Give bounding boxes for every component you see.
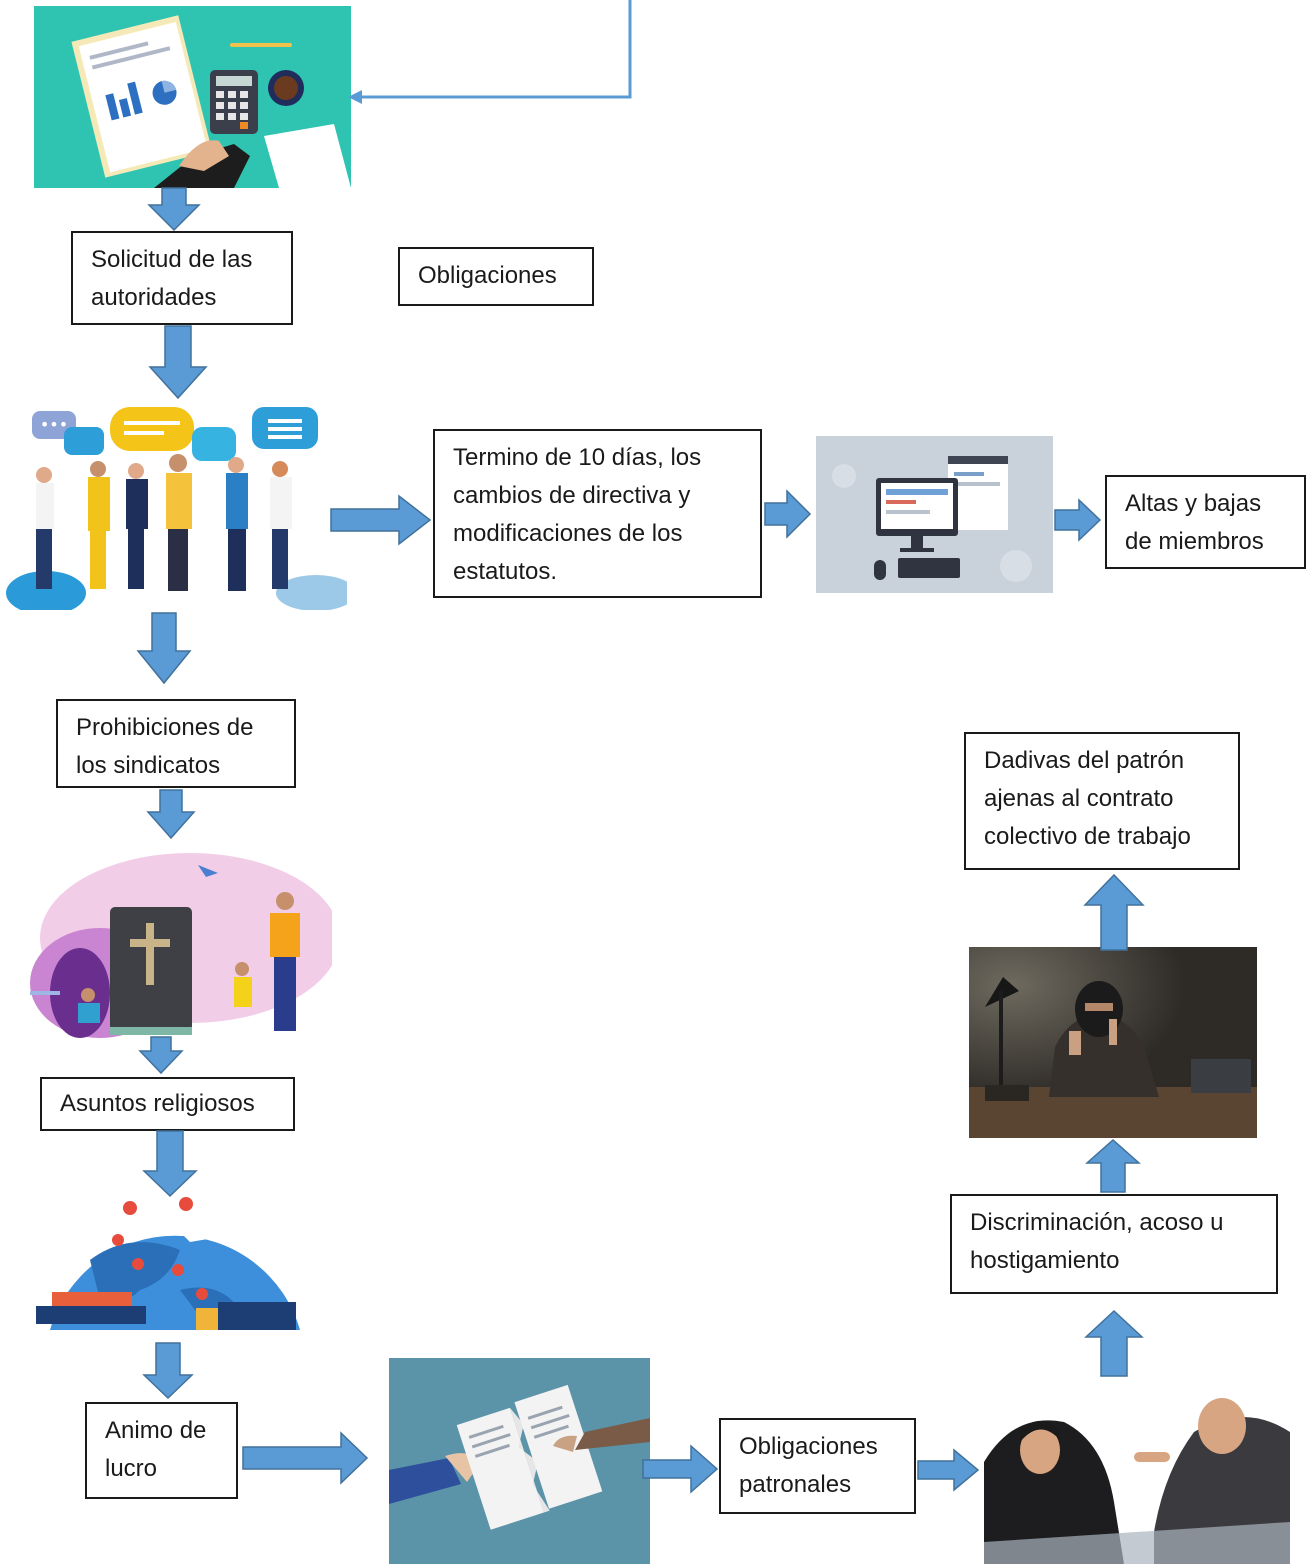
people-chat-illustration: ••• — [6, 403, 347, 610]
arrow-right-1 — [330, 494, 432, 546]
arrow-down-6 — [142, 1130, 198, 1198]
torn-contract-illustration — [389, 1358, 650, 1564]
asuntos-religiosos-box: Asuntos religiosos — [40, 1077, 295, 1131]
box-line: Animo de — [105, 1417, 207, 1444]
boss-yelling-photo — [984, 1382, 1290, 1564]
animo-lucro-box: Animo de lucro — [85, 1402, 238, 1499]
arrow-right-2 — [764, 489, 812, 539]
box-line: los sindicatos — [76, 752, 221, 779]
box-line: modificaciones de los — [453, 520, 683, 547]
box-line: colectivo de trabajo — [984, 823, 1191, 850]
arrow-up-2 — [1085, 1138, 1141, 1193]
box-line: Altas y bajas — [1125, 490, 1262, 517]
arrow-right-3 — [1054, 498, 1102, 542]
box-line: Prohibiciones de — [76, 714, 254, 741]
masked-man-photo — [969, 947, 1257, 1138]
termino-10-dias-box: Termino de 10 días, los cambios de direc… — [433, 429, 762, 598]
box-line: hostigamiento — [970, 1247, 1120, 1274]
arrow-down-4 — [146, 789, 196, 840]
box-line: Obligaciones — [418, 262, 557, 289]
arrow-down-1 — [147, 187, 201, 232]
arrow-right-4 — [242, 1431, 369, 1485]
arrow-down-7 — [142, 1342, 194, 1400]
obligaciones-patronales-box: Obligaciones patronales — [719, 1418, 916, 1514]
discriminacion-box: Discriminación, acoso u hostigamiento — [950, 1194, 1278, 1294]
box-line: Dadivas del patrón — [984, 747, 1185, 774]
altas-bajas-box: Altas y bajas de miembros — [1105, 475, 1306, 569]
arrow-up-3 — [1083, 873, 1145, 951]
box-line: Obligaciones — [739, 1433, 878, 1460]
box-line: autoridades — [91, 284, 217, 311]
box-line: Termino de 10 días, los — [453, 444, 702, 471]
arrow-down-5 — [138, 1036, 184, 1075]
solicitud-autoridades-box: Solicitud de las autoridades — [71, 231, 293, 325]
box-line: Discriminación, acoso u — [970, 1209, 1224, 1236]
computer-illustration — [816, 436, 1053, 593]
arrow-down-3 — [136, 612, 192, 685]
accounting-illustration — [34, 6, 351, 188]
connector-arrowhead — [348, 90, 362, 104]
arrow-up-1 — [1084, 1309, 1144, 1377]
box-line: lucro — [105, 1455, 158, 1482]
box-line: Asuntos religiosos — [60, 1090, 255, 1117]
box-line: ajenas al contrato — [984, 785, 1174, 812]
connector-line — [356, 0, 632, 99]
arrow-right-6 — [917, 1448, 980, 1492]
svg-text:•••: ••• — [40, 415, 68, 434]
religion-illustration — [30, 843, 332, 1046]
prohibiciones-box: Prohibiciones de los sindicatos — [56, 699, 296, 788]
box-line: cambios de directiva y — [453, 482, 691, 509]
box-line: patronales — [739, 1471, 852, 1498]
box-line: estatutos. — [453, 558, 558, 585]
dadivas-box: Dadivas del patrón ajenas al contrato co… — [964, 732, 1240, 870]
obligaciones-box: Obligaciones — [398, 247, 594, 306]
box-line: Solicitud de las — [91, 246, 253, 273]
box-line: de miembros — [1125, 528, 1264, 555]
globe-logistics-illustration — [30, 1190, 308, 1342]
arrow-down-2 — [148, 325, 208, 400]
arrow-right-5 — [642, 1444, 719, 1494]
